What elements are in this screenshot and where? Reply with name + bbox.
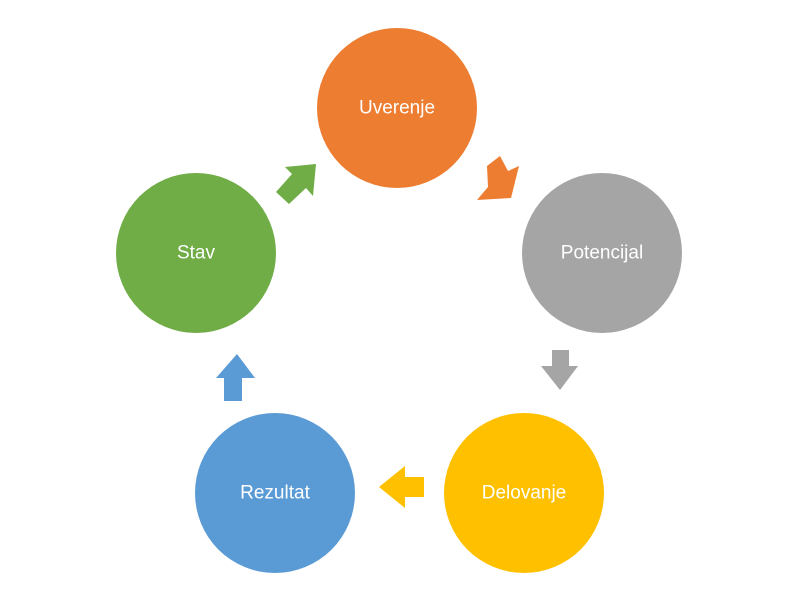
node-rezultat-circle	[195, 413, 355, 573]
node-stav: Stav	[116, 173, 276, 333]
arrow-potencijal-to-delovanje	[541, 350, 578, 390]
arrow-delovanje-to-rezultat	[379, 466, 424, 508]
node-potencijal: Potencijal	[522, 173, 682, 333]
node-delovanje: Delovanje	[444, 413, 604, 573]
node-rezultat: Rezultat	[195, 413, 355, 573]
node-uverenje: Uverenje	[317, 28, 477, 188]
node-delovanje-circle	[444, 413, 604, 573]
node-rezultat-label: Rezultat	[240, 483, 310, 504]
arrow-uverenje-to-potencijal	[477, 156, 519, 200]
node-stav-label: Stav	[177, 243, 216, 264]
node-stav-circle	[116, 173, 276, 333]
node-delovanje-label: Delovanje	[482, 483, 567, 504]
node-uverenje-label: Uverenje	[359, 98, 435, 119]
node-uverenje-circle	[317, 28, 477, 188]
arrow-rezultat-to-stav	[216, 354, 255, 401]
node-potencijal-circle	[522, 173, 682, 333]
arrow-stav-to-uverenje	[276, 164, 316, 204]
node-potencijal-label: Potencijal	[561, 243, 643, 264]
